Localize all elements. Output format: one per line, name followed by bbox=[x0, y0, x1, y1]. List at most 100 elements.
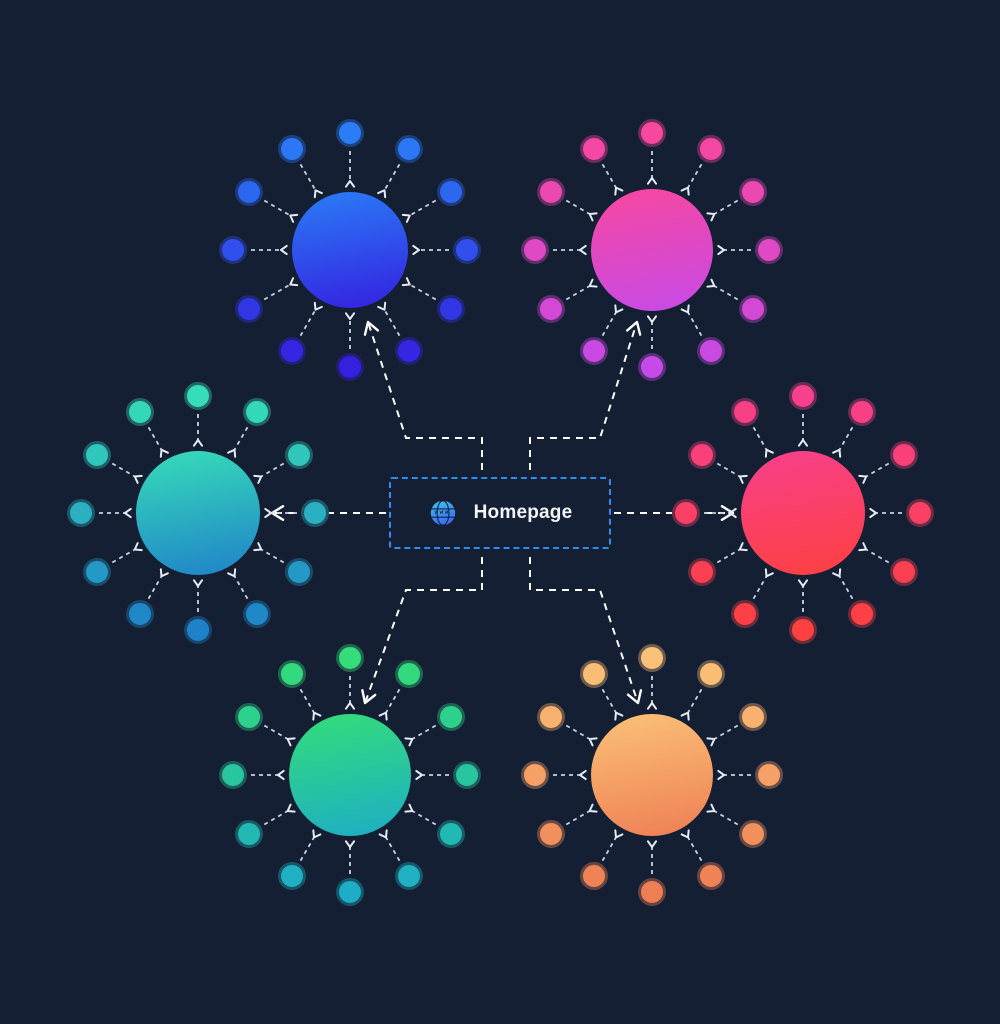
spoke-line bbox=[565, 810, 591, 826]
cluster-satellite-node[interactable] bbox=[394, 134, 423, 163]
spoke-line bbox=[716, 548, 741, 564]
cluster-satellite-node[interactable] bbox=[277, 862, 306, 891]
spoke-arrowhead bbox=[286, 737, 296, 747]
cluster-satellite-node[interactable] bbox=[242, 397, 271, 426]
cluster-satellite-node[interactable] bbox=[687, 440, 716, 469]
cluster-satellite-node[interactable] bbox=[696, 337, 725, 366]
cluster-hub-circle[interactable] bbox=[292, 192, 408, 308]
cluster-satellite-node[interactable] bbox=[285, 440, 314, 469]
spoke-line bbox=[713, 199, 739, 215]
spoke-line bbox=[299, 163, 317, 191]
cluster-satellite-node[interactable] bbox=[755, 236, 783, 264]
pink-cluster[interactable] bbox=[517, 115, 787, 385]
cluster-satellite-node[interactable] bbox=[638, 878, 666, 906]
spoke-arrowhead bbox=[289, 277, 299, 287]
cluster-satellite-node[interactable] bbox=[219, 236, 247, 264]
cluster-satellite-node[interactable] bbox=[336, 353, 364, 381]
cluster-satellite-node[interactable] bbox=[847, 600, 876, 629]
spoke-line bbox=[713, 810, 739, 826]
cluster-satellite-node[interactable] bbox=[234, 177, 263, 206]
cluster-satellite-node[interactable] bbox=[242, 600, 271, 629]
cluster-satellite-node[interactable] bbox=[696, 134, 725, 163]
spoke-line bbox=[263, 810, 289, 826]
cluster-satellite-node[interactable] bbox=[536, 294, 565, 323]
cluster-satellite-node[interactable] bbox=[184, 382, 212, 410]
cluster-satellite-node[interactable] bbox=[234, 294, 263, 323]
spoke-arrowhead bbox=[588, 278, 598, 288]
cluster-hub-circle[interactable] bbox=[591, 714, 713, 836]
cluster-satellite-node[interactable] bbox=[453, 236, 481, 264]
cluster-satellite-node[interactable] bbox=[394, 659, 423, 688]
cluster-satellite-node[interactable] bbox=[301, 499, 329, 527]
cluster-satellite-node[interactable] bbox=[219, 761, 247, 789]
cluster-satellite-node[interactable] bbox=[672, 499, 700, 527]
cluster-satellite-node[interactable] bbox=[579, 862, 608, 891]
cluster-satellite-node[interactable] bbox=[536, 702, 565, 731]
cluster-satellite-node[interactable] bbox=[730, 600, 759, 629]
cluster-satellite-node[interactable] bbox=[437, 702, 466, 731]
cluster-satellite-node[interactable] bbox=[184, 616, 212, 644]
spoke-line bbox=[111, 548, 136, 564]
cluster-satellite-node[interactable] bbox=[277, 337, 306, 366]
cluster-satellite-node[interactable] bbox=[277, 134, 306, 163]
cluster-satellite-node[interactable] bbox=[521, 236, 549, 264]
cluster-satellite-node[interactable] bbox=[730, 397, 759, 426]
cluster-hub-circle[interactable] bbox=[591, 189, 713, 311]
spoke-arrowhead bbox=[312, 829, 322, 839]
cluster-satellite-node[interactable] bbox=[437, 819, 466, 848]
cluster-satellite-node[interactable] bbox=[579, 134, 608, 163]
cluster-hub-circle[interactable] bbox=[741, 451, 865, 575]
cluster-satellite-node[interactable] bbox=[336, 119, 364, 147]
cluster-satellite-node[interactable] bbox=[789, 382, 817, 410]
green-cluster[interactable] bbox=[215, 640, 485, 910]
cluster-satellite-node[interactable] bbox=[234, 819, 263, 848]
cluster-satellite-node[interactable] bbox=[739, 819, 768, 848]
cluster-satellite-node[interactable] bbox=[638, 644, 666, 672]
red-cluster[interactable] bbox=[668, 378, 938, 648]
cluster-satellite-node[interactable] bbox=[789, 616, 817, 644]
cluster-satellite-node[interactable] bbox=[739, 702, 768, 731]
cluster-satellite-node[interactable] bbox=[521, 761, 549, 789]
cluster-satellite-node[interactable] bbox=[125, 600, 154, 629]
cluster-satellite-node[interactable] bbox=[125, 397, 154, 426]
cluster-satellite-node[interactable] bbox=[394, 862, 423, 891]
cluster-satellite-node[interactable] bbox=[739, 294, 768, 323]
spoke-arrowhead bbox=[614, 829, 624, 839]
cluster-satellite-node[interactable] bbox=[82, 440, 111, 469]
cluster-satellite-node[interactable] bbox=[687, 557, 716, 586]
cluster-satellite-node[interactable] bbox=[847, 397, 876, 426]
cluster-satellite-node[interactable] bbox=[67, 499, 95, 527]
homepage-node[interactable]: Homepage bbox=[389, 477, 611, 549]
orange-cluster[interactable] bbox=[517, 640, 787, 910]
cluster-satellite-node[interactable] bbox=[234, 702, 263, 731]
cluster-satellite-node[interactable] bbox=[755, 761, 783, 789]
cluster-satellite-node[interactable] bbox=[336, 644, 364, 672]
cluster-satellite-node[interactable] bbox=[906, 499, 934, 527]
teal-cluster[interactable] bbox=[63, 378, 333, 648]
cluster-satellite-node[interactable] bbox=[437, 177, 466, 206]
cluster-satellite-node[interactable] bbox=[437, 294, 466, 323]
cluster-hub-circle[interactable] bbox=[136, 451, 260, 575]
cluster-satellite-node[interactable] bbox=[536, 819, 565, 848]
cluster-satellite-node[interactable] bbox=[453, 761, 481, 789]
cluster-satellite-node[interactable] bbox=[579, 337, 608, 366]
cluster-satellite-node[interactable] bbox=[890, 557, 919, 586]
cluster-satellite-node[interactable] bbox=[336, 878, 364, 906]
cluster-satellite-node[interactable] bbox=[739, 177, 768, 206]
cluster-hub-circle[interactable] bbox=[289, 714, 411, 836]
cluster-satellite-node[interactable] bbox=[579, 659, 608, 688]
cluster-satellite-node[interactable] bbox=[696, 862, 725, 891]
spoke-arrowhead bbox=[192, 439, 204, 447]
cluster-satellite-node[interactable] bbox=[638, 119, 666, 147]
cluster-satellite-node[interactable] bbox=[82, 557, 111, 586]
cluster-satellite-node[interactable] bbox=[285, 557, 314, 586]
spoke-line bbox=[299, 688, 315, 714]
cluster-satellite-node[interactable] bbox=[696, 659, 725, 688]
cluster-satellite-node[interactable] bbox=[890, 440, 919, 469]
cluster-satellite-node[interactable] bbox=[638, 353, 666, 381]
cluster-satellite-node[interactable] bbox=[394, 337, 423, 366]
blue-cluster[interactable] bbox=[215, 115, 485, 385]
cluster-satellite-node[interactable] bbox=[536, 177, 565, 206]
spoke-line bbox=[383, 163, 401, 191]
cluster-satellite-node[interactable] bbox=[277, 659, 306, 688]
